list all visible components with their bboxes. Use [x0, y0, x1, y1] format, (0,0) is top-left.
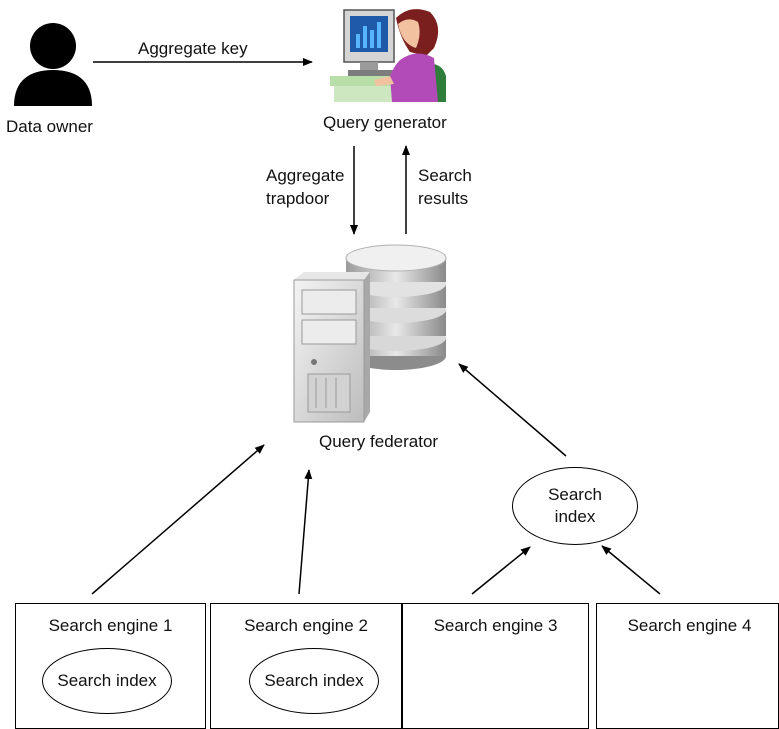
search-engine-3-box: Search engine 3: [402, 603, 589, 729]
search-results-line1: Search: [418, 166, 472, 185]
search-engine-2-index: Search index: [249, 648, 379, 714]
aggregate-trapdoor-line2: trapdoor: [266, 189, 330, 208]
aggregate-trapdoor-label: Aggregate trapdoor: [266, 164, 344, 210]
search-engine-4-label: Search engine 4: [627, 616, 752, 635]
query-federator-label: Query federator: [319, 432, 439, 451]
arrow-index-to-federator: [458, 363, 567, 457]
data-owner-label: Data owner: [6, 117, 93, 136]
search-index-line1: Search: [548, 485, 602, 504]
search-engine-1-label: Search engine 1: [48, 616, 173, 635]
person-icon: [14, 23, 92, 106]
search-engine-2-label: Search engine 2: [244, 616, 368, 635]
aggregate-trapdoor-line1: Aggregate: [266, 166, 345, 185]
query-generator-label: Query generator: [323, 113, 447, 132]
search-results-label: Search results: [418, 164, 472, 210]
search-engine-1-box: Search engine 1 Search index: [15, 603, 206, 729]
woman-at-computer-icon: [330, 9, 446, 102]
search-index-line2: index: [554, 507, 596, 526]
arrow-engine3-to-index: [471, 546, 531, 595]
arrow-engine1-to-federator: [91, 444, 265, 595]
search-engine-3-label: Search engine 3: [433, 616, 558, 635]
search-engine-4-box: Search engine 4: [596, 603, 779, 729]
arrow-engine2-to-federator: [298, 469, 313, 595]
server-database-icon: [293, 244, 447, 423]
search-engine-2-box: Search engine 2 Search index: [210, 603, 402, 729]
aggregate-key-label: Aggregate key: [138, 39, 248, 58]
search-results-line2: results: [418, 189, 469, 208]
search-index-node: Search index: [512, 467, 638, 545]
arrow-engine4-to-index: [601, 545, 661, 595]
search-engine-1-index: Search index: [42, 648, 172, 714]
